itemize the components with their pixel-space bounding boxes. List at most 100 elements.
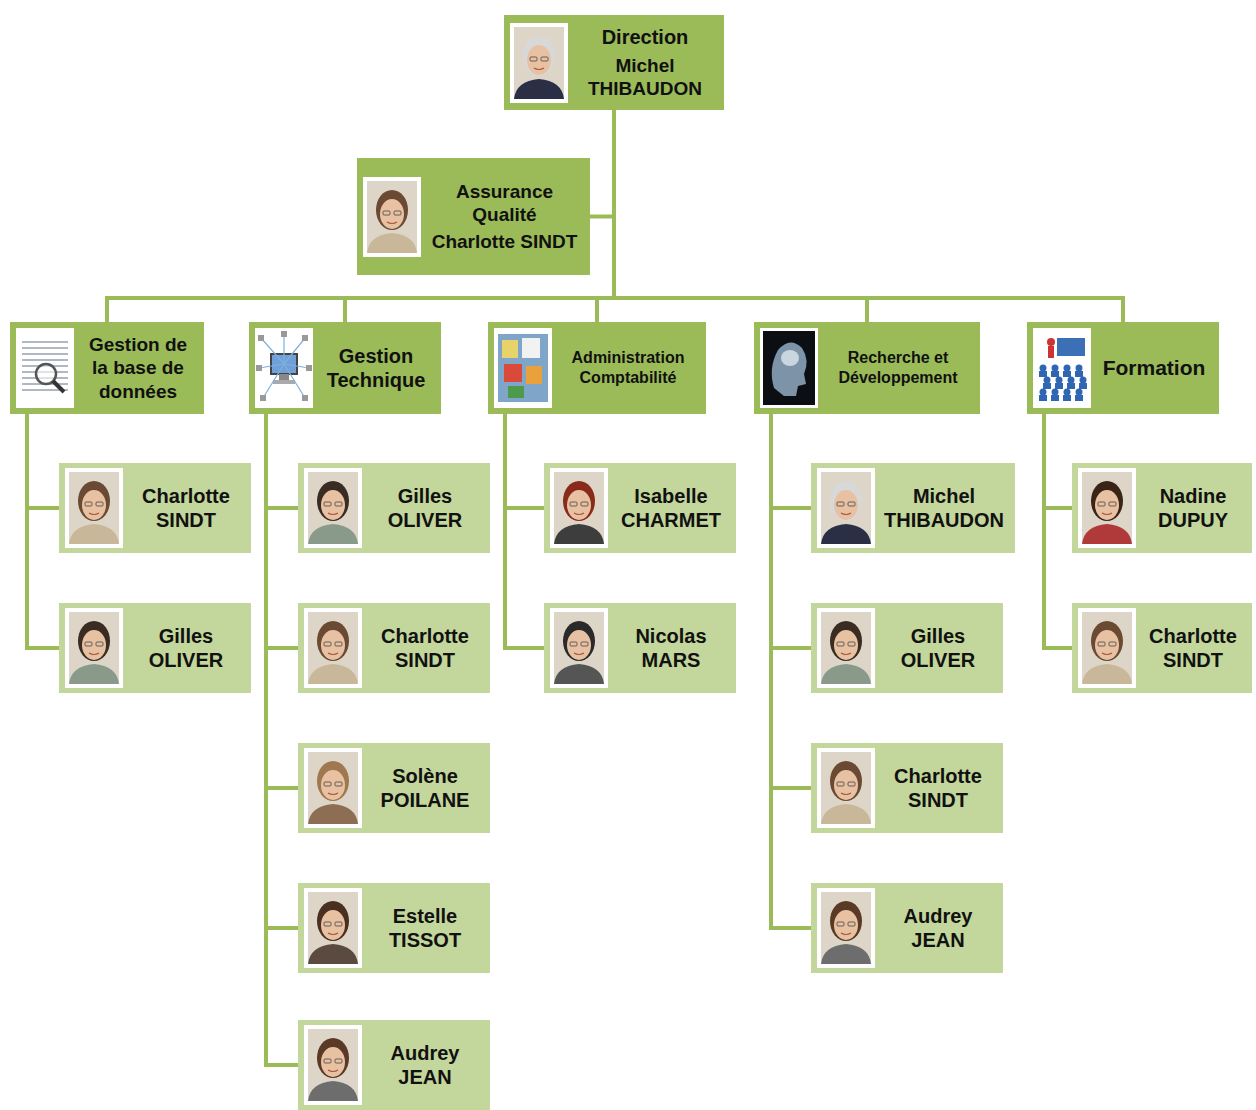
drawing-part (367, 233, 417, 253)
drawing-part (530, 57, 537, 61)
management-box: Assurance QualitéCharlotte SINDT (357, 158, 590, 275)
drawing-part (567, 490, 591, 520)
drawing-part (284, 364, 305, 398)
drawing-part (302, 395, 308, 401)
person-photo (1078, 468, 1136, 548)
drawing-part (321, 770, 345, 800)
person-box: Nicolas MARS (544, 603, 736, 693)
box-label: Gilles OLIVER (901, 624, 975, 673)
drawing-part (834, 770, 858, 800)
drawing-part (65, 468, 123, 548)
drawing-part (321, 630, 345, 660)
department-icon (494, 328, 552, 408)
drawing-part (22, 359, 68, 361)
box-label: Gilles OLIVER (149, 624, 223, 673)
department-box: Administration Comptabilité (488, 322, 706, 414)
person-photo (817, 608, 875, 688)
person-photo (817, 748, 875, 828)
drawing-part (1039, 395, 1047, 401)
department-box: Formation (1027, 322, 1219, 414)
box-label: Charlotte SINDT (432, 230, 578, 253)
drawing-part (89, 653, 99, 655)
drawing-part (281, 331, 287, 337)
box-label: Gilles OLIVER (388, 484, 462, 533)
drawing-part (82, 630, 106, 660)
person-box: Audrey JEAN (811, 883, 1003, 973)
drawing-part (817, 888, 875, 968)
department-box: Recherche et Développement (754, 322, 980, 414)
person-photo (510, 23, 568, 103)
drawing-part (1040, 365, 1047, 372)
drawing-part (830, 621, 862, 661)
drawing-part (53, 381, 64, 392)
management-box: DirectionMichel THIBAUDON (504, 15, 724, 110)
drawing-part (837, 922, 844, 926)
drawing-part (260, 395, 266, 401)
drawing-part (534, 68, 544, 70)
org-connector (345, 110, 614, 322)
drawing-part (261, 338, 284, 364)
drawing-part (1068, 377, 1075, 384)
drawing-part (1052, 389, 1059, 396)
org-connector (505, 414, 544, 648)
person-photo (65, 608, 123, 688)
drawing-part (821, 472, 871, 544)
department-icon (16, 328, 74, 408)
drawing-part (1078, 608, 1136, 688)
drawing-part (821, 892, 871, 964)
text-column: Solène POILANE (366, 762, 484, 815)
drawing-part (1040, 389, 1047, 396)
drawing-part (78, 621, 110, 661)
drawing-part (324, 502, 331, 506)
drawing-part (526, 366, 542, 384)
drawing-part (834, 910, 858, 940)
drawing-part (817, 468, 875, 548)
drawing-part (324, 642, 331, 646)
person-photo (550, 468, 608, 548)
drawing-part (1091, 621, 1123, 661)
drawing-part (363, 177, 421, 257)
org-connector (597, 110, 614, 322)
drawing-part (308, 472, 358, 544)
drawing-part (1109, 642, 1116, 646)
drawing-part (567, 630, 591, 660)
drawing-part (380, 199, 404, 229)
drawing-part (508, 386, 524, 398)
person-box: Estelle TISSOT (298, 883, 490, 973)
drawing-part (834, 490, 858, 520)
org-connector (614, 110, 867, 322)
drawing-part (1047, 338, 1055, 346)
drawing-part (1056, 377, 1063, 384)
drawing-part (821, 664, 871, 684)
drawing-part (504, 364, 522, 382)
org-connector (590, 110, 614, 217)
text-column: Recherche et Développement (822, 346, 974, 389)
drawing-part (335, 1059, 342, 1063)
drawing-part (1057, 338, 1085, 356)
drawing-part (821, 804, 871, 824)
box-label: Administration Comptabilité (572, 348, 685, 387)
drawing-part (16, 328, 74, 408)
drawing-part (256, 365, 262, 371)
drawing-part (581, 502, 588, 506)
drawing-part (328, 653, 338, 655)
drawing-part (317, 481, 349, 521)
org-connector (614, 110, 1123, 322)
drawing-part (1051, 371, 1059, 377)
drawing-part (830, 761, 862, 801)
drawing-part (841, 513, 851, 515)
drawing-part (1039, 371, 1047, 377)
drawing-part (821, 524, 871, 544)
box-label: Formation (1103, 355, 1206, 381)
drawing-part (1082, 664, 1132, 684)
drawing-part (834, 630, 858, 660)
drawing-part (308, 1081, 358, 1101)
box-label: Audrey JEAN (904, 904, 973, 953)
box-label: Recherche et Développement (833, 348, 963, 387)
person-box: Michel THIBAUDON (811, 463, 1015, 553)
person-box: Audrey JEAN (298, 1020, 490, 1110)
drawing-part (1063, 395, 1071, 401)
text-column: Gilles OLIVER (366, 482, 484, 535)
drawing-part (304, 468, 362, 548)
